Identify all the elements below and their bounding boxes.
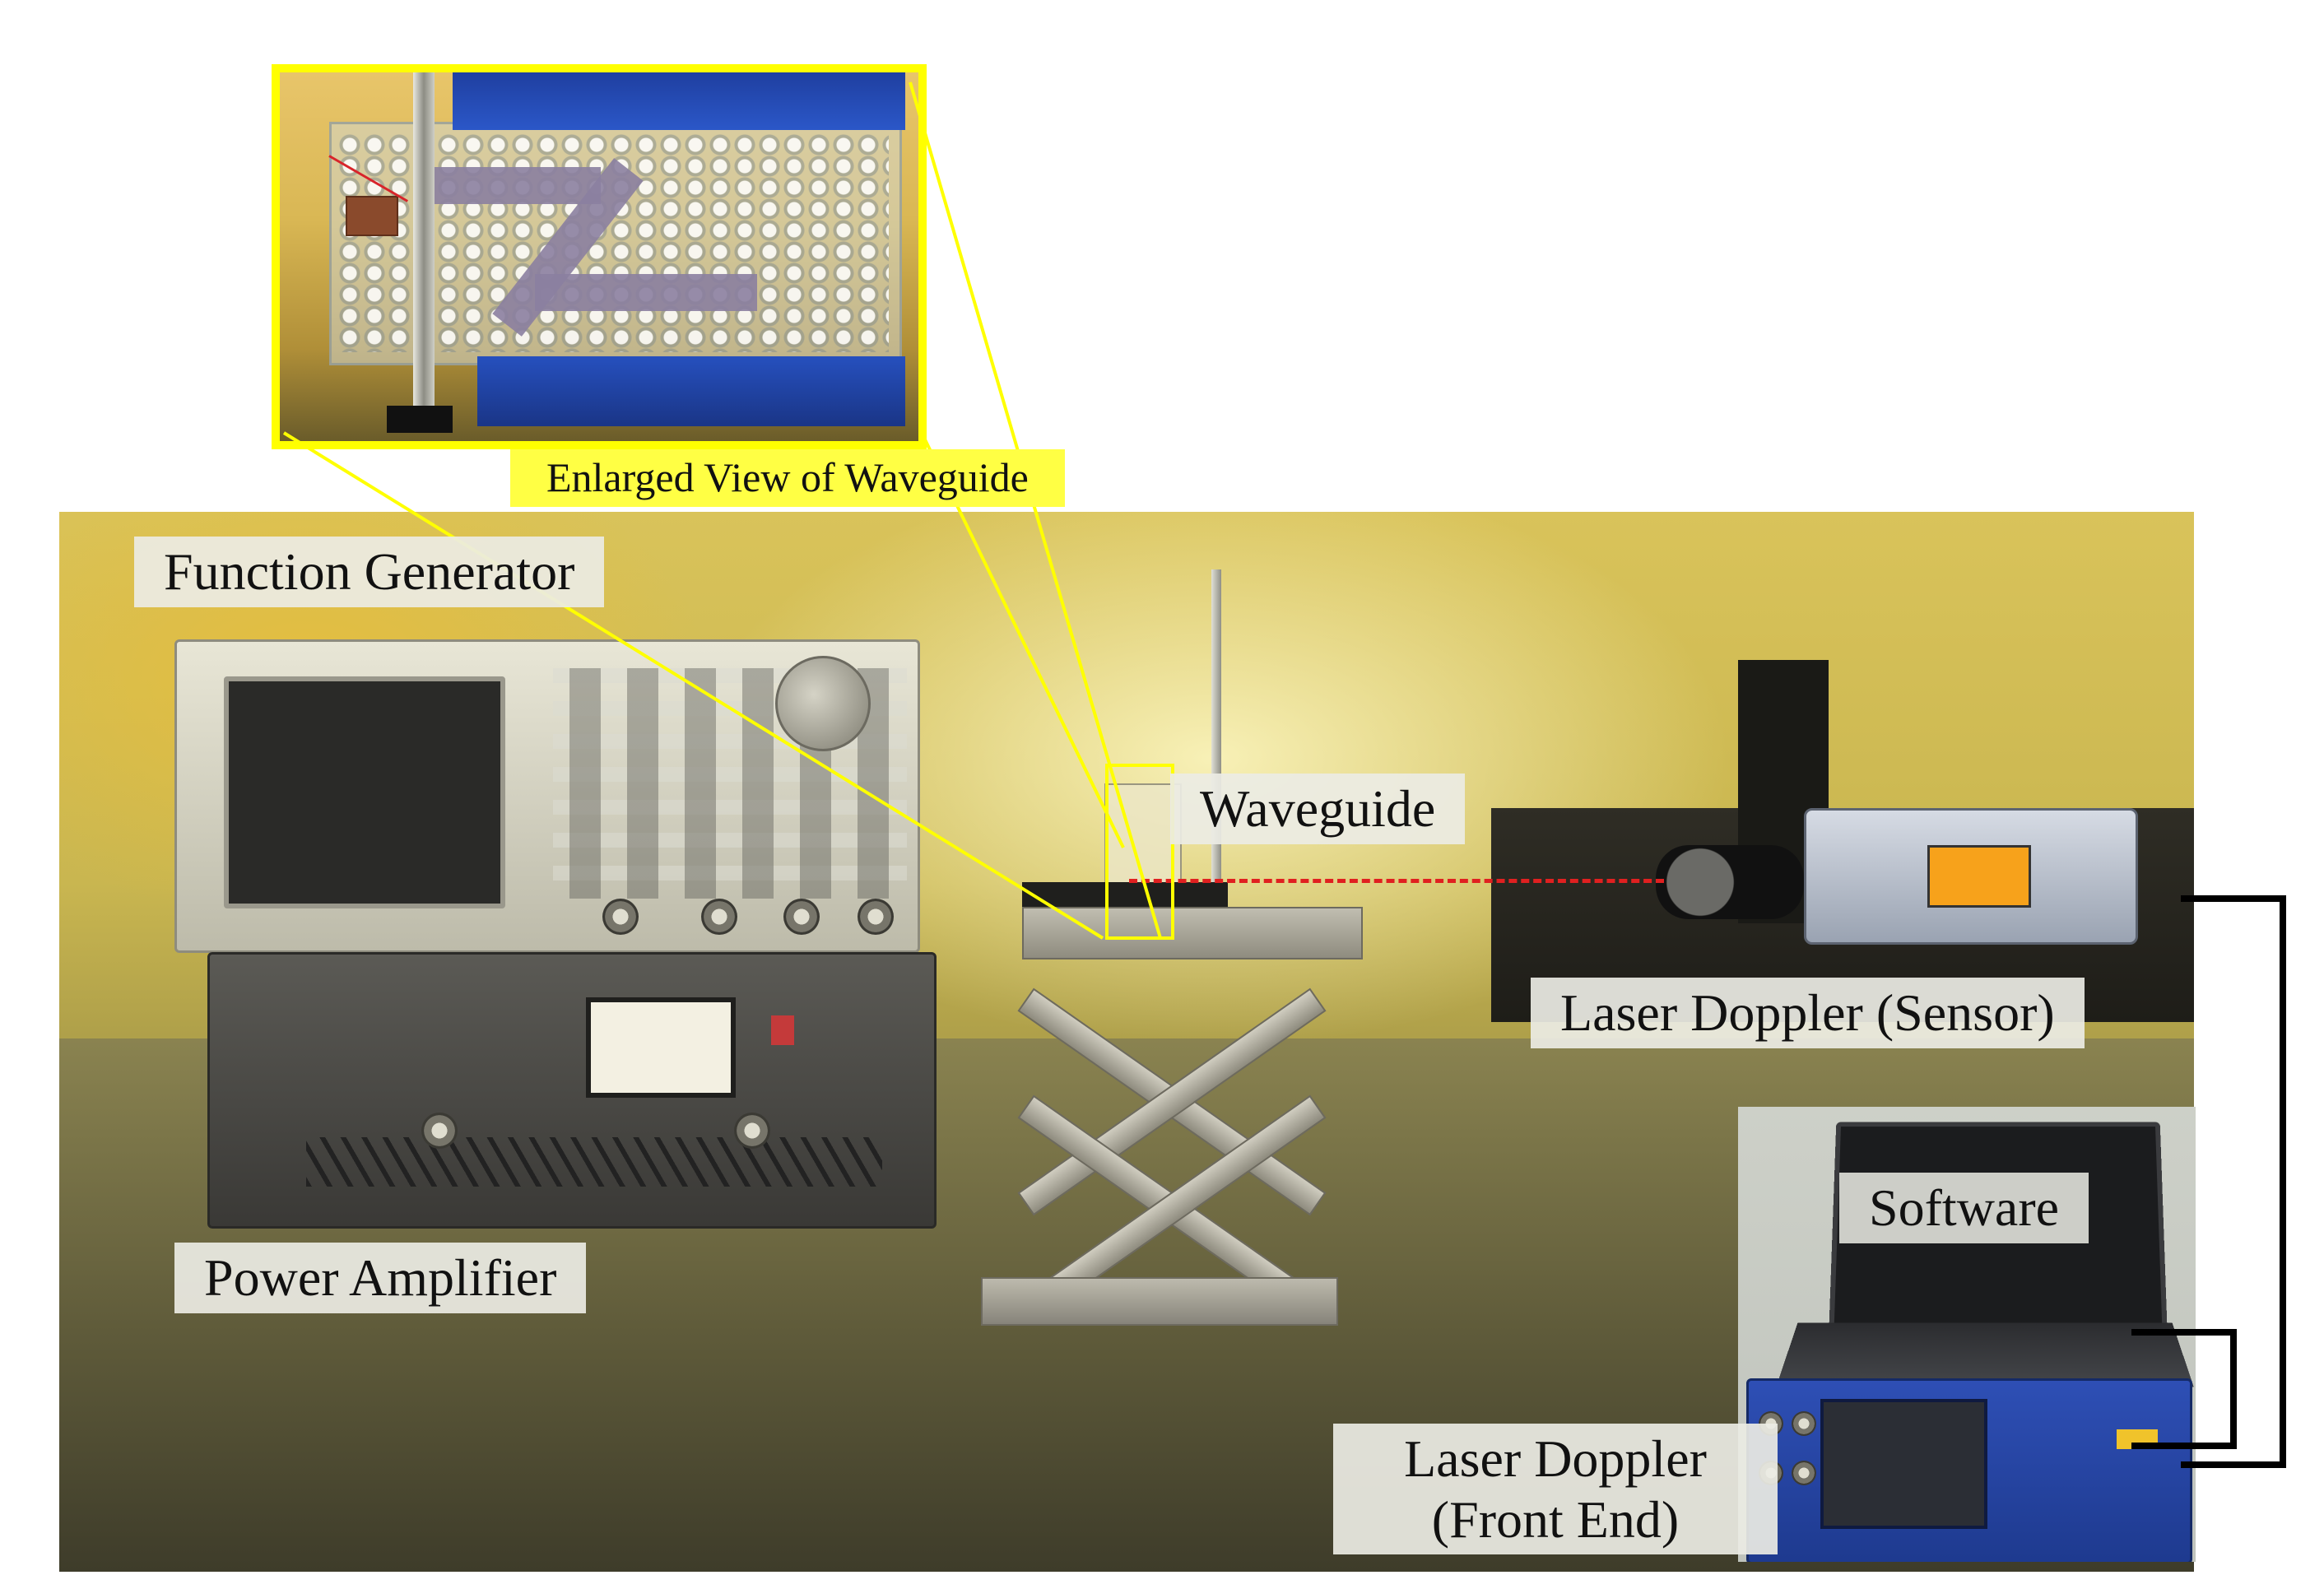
bnc-connector-icon xyxy=(1792,1461,1816,1485)
front-end-display xyxy=(1820,1399,1987,1529)
sensor-cable-icon xyxy=(2181,895,2286,1468)
bnc-connector-icon xyxy=(1792,1411,1816,1436)
clamp-top-block xyxy=(453,72,905,130)
waveguide-label: Waveguide xyxy=(1170,774,1466,844)
software-frontend-photo xyxy=(1738,1107,2196,1562)
software-label: Software xyxy=(1839,1173,2089,1243)
laser-warning-sticker xyxy=(1927,845,2031,908)
front-end-label-line2: (Front End) xyxy=(1431,1489,1680,1549)
power-amplifier-meter xyxy=(586,997,736,1098)
power-amplifier-device xyxy=(207,952,937,1229)
laptop-cable-icon xyxy=(2131,1329,2237,1449)
power-amplifier-output-indicator xyxy=(771,1015,794,1045)
function-generator-label: Function Generator xyxy=(134,537,605,607)
z-path-top xyxy=(420,167,601,204)
enlarged-waveguide-inset xyxy=(272,64,927,449)
scissor-lift-base xyxy=(981,1277,1338,1326)
bnc-connector-icon xyxy=(858,899,894,935)
bnc-connector-icon xyxy=(734,1113,770,1149)
sensor-lens-icon xyxy=(1656,845,1804,919)
bnc-connector-icon xyxy=(701,899,737,935)
function-generator-knob xyxy=(775,656,871,751)
power-amplifier-label: Power Amplifier xyxy=(174,1243,587,1313)
laser-doppler-sensor-label: Laser Doppler (Sensor) xyxy=(1531,978,2085,1048)
clamp-stand-rod xyxy=(1211,569,1221,907)
function-generator-screen xyxy=(224,676,505,908)
clamp-bottom-block xyxy=(477,356,905,426)
support-rod xyxy=(413,72,435,426)
support-base xyxy=(387,406,453,433)
front-end-label-line1: Laser Doppler xyxy=(1404,1429,1707,1488)
scissor-lift-top xyxy=(1022,907,1363,959)
piezo-transducer xyxy=(346,196,398,236)
power-amplifier-vents xyxy=(306,1137,882,1187)
bnc-connector-icon xyxy=(602,899,639,935)
laser-doppler-front-end-label: Laser Doppler (Front End) xyxy=(1333,1424,1778,1555)
enlarged-view-label: Enlarged View of Waveguide xyxy=(510,449,1065,507)
waveguide-base-plate xyxy=(1022,882,1228,907)
bnc-connector-icon xyxy=(421,1113,458,1149)
bnc-connector-icon xyxy=(783,899,820,935)
z-path-bottom xyxy=(535,274,757,311)
laser-beam-icon xyxy=(1129,879,1664,883)
